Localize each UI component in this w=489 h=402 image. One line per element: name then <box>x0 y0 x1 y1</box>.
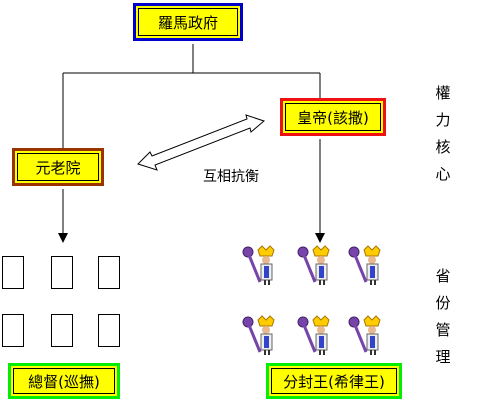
king-with-scepter-icon <box>348 315 381 355</box>
king-with-scepter-icon <box>242 315 275 355</box>
province-management-char: 管 <box>435 321 451 339</box>
king-with-scepter-icon <box>242 245 275 285</box>
province-management-label: 省 份 管 理 <box>433 263 453 371</box>
province-rectangle-icon <box>51 256 73 289</box>
governor-box: 總督(巡撫) <box>8 363 120 399</box>
power-core-label: 權 力 核 心 <box>433 80 453 188</box>
governor-label: 總督(巡撫) <box>28 372 100 391</box>
power-core-char: 權 <box>435 84 451 102</box>
rome-government-inner-border <box>138 8 238 36</box>
emperor-label: 皇帝(該撒) <box>297 108 369 127</box>
emperor-box: 皇帝(該撒) <box>280 98 386 136</box>
rome-government-label: 羅馬政府 <box>157 13 218 32</box>
emperor-inner-border <box>285 103 381 131</box>
power-core-char: 力 <box>435 111 451 129</box>
province-rectangle-icon <box>2 314 24 347</box>
vassal-king-label: 分封王(希律王) <box>283 372 385 391</box>
king-with-scepter-icon <box>297 315 330 355</box>
province-management-char: 份 <box>435 294 451 312</box>
governor-inner-border <box>13 368 115 394</box>
power-core-char: 核 <box>435 138 451 156</box>
province-rectangle-icon <box>51 314 73 347</box>
province-management-char: 省 <box>435 267 451 285</box>
province-rectangle-icon <box>2 256 24 289</box>
vassal-king-box: 分封王(希律王) <box>266 363 402 399</box>
senate-inner-border <box>17 153 99 181</box>
province-rectangle-icon <box>98 256 120 289</box>
mutual-balance-label: 互相抗衡 <box>203 169 259 185</box>
senate-box: 元老院 <box>12 148 104 186</box>
vassal-king-inner-border <box>271 368 397 394</box>
double-arrow-icon <box>137 114 266 171</box>
king-with-scepter-icon <box>297 245 330 285</box>
rome-government-box: 羅馬政府 <box>133 3 243 41</box>
province-management-char: 理 <box>435 348 451 366</box>
senate-label: 元老院 <box>35 158 81 177</box>
power-core-char: 心 <box>435 165 451 183</box>
king-with-scepter-icon <box>348 245 381 285</box>
province-rectangle-icon <box>98 314 120 347</box>
